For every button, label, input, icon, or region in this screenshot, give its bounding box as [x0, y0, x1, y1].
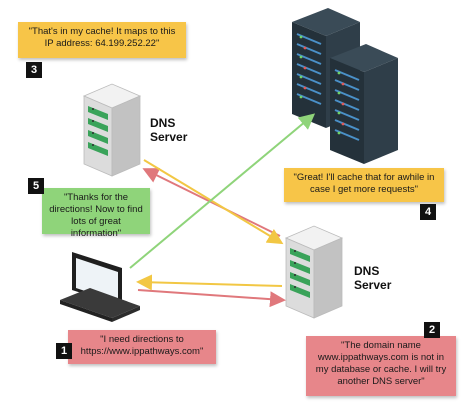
arrow-laptop-to-dns-right [137, 289, 286, 308]
callout-step-2-text: "The domain name www.ippathways.com is n… [315, 340, 447, 387]
dns-server-right-icon [284, 225, 344, 319]
arrow-dns-right-to-laptop [136, 274, 283, 291]
laptop-icon [60, 252, 140, 322]
callout-step-4-text: "Great! I'll cache that for awhile in ca… [293, 172, 435, 195]
step-2-badge: 2 [424, 322, 440, 338]
callout-step-3-text: "That's in my cache! It maps to this IP … [28, 26, 176, 49]
step-5-badge: 5 [28, 178, 44, 194]
dns-server-top-icon [82, 83, 142, 177]
arrow-laptop-to-servers [129, 113, 316, 269]
callout-step-5-text: "Thanks for the directions! Now to find … [49, 192, 143, 239]
dns-server-right-label: DNS Server [354, 264, 392, 292]
step-4-badge: 4 [420, 204, 436, 220]
callout-step-3: "That's in my cache! It maps to this IP … [18, 22, 186, 58]
dns-server-top-label: DNS Server [150, 116, 188, 144]
callout-step-5: "Thanks for the directions! Now to find … [42, 188, 150, 239]
callout-step-1: "I need directions to https://www.ippath… [68, 330, 216, 364]
arrow-dns-top-to-dns-right [143, 159, 284, 245]
callout-step-2: "The domain name www.ippathways.com is n… [306, 336, 456, 396]
arrow-dns-right-to-dns-top [142, 168, 281, 237]
step-3-badge: 3 [26, 62, 42, 78]
callout-step-1-text: "I need directions to https://www.ippath… [80, 334, 204, 357]
datacenter-servers-icon [292, 8, 398, 164]
callout-step-4: "Great! I'll cache that for awhile in ca… [284, 168, 444, 202]
step-1-badge: 1 [56, 343, 72, 359]
